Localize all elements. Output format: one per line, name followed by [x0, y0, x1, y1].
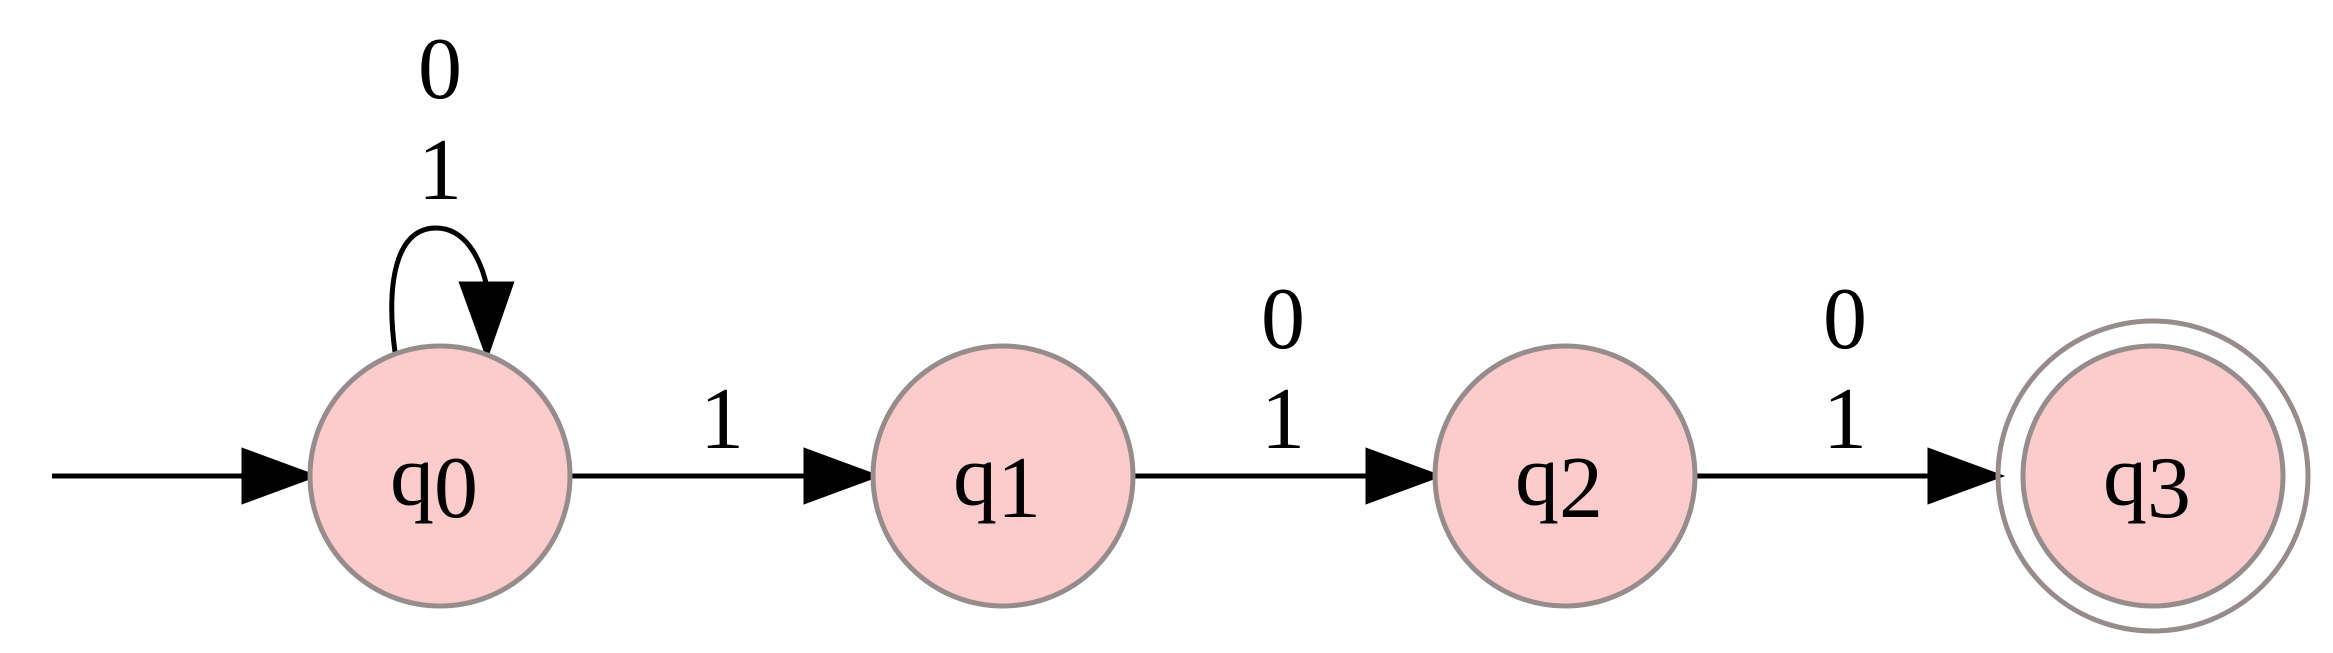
transition-q2-q3: 0 1 [1697, 271, 2006, 505]
accepting-ring [1995, 318, 2311, 634]
transition-q1-q2: 0 1 [1135, 271, 1444, 505]
edge-label: 1 [700, 371, 744, 468]
edge-label: 1 [1261, 371, 1305, 468]
state-q3: q3 [1995, 318, 2311, 634]
state-q2: q2 [1432, 343, 1698, 609]
edge-label: 0 [1261, 271, 1305, 368]
edge-label: 1 [1823, 371, 1867, 468]
state-label: q1 [953, 428, 1041, 537]
edge-label: 1 [418, 122, 462, 219]
state-label: q3 [2103, 428, 2191, 537]
state-circle [1432, 343, 1698, 609]
transition-q0-q0: 0 1 [389, 21, 515, 361]
edge-label: 0 [1823, 271, 1867, 368]
start-arrow [52, 447, 320, 505]
state-label: q2 [1515, 428, 1603, 537]
state-circle [307, 343, 573, 609]
state-circle [2020, 343, 2286, 609]
transition-q0-q1: 1 [572, 371, 882, 505]
state-q1: q1 [870, 343, 1136, 609]
state-circle [870, 343, 1136, 609]
state-q0: q0 [307, 343, 573, 609]
edge-label: 0 [418, 21, 462, 118]
state-label: q0 [390, 428, 478, 537]
